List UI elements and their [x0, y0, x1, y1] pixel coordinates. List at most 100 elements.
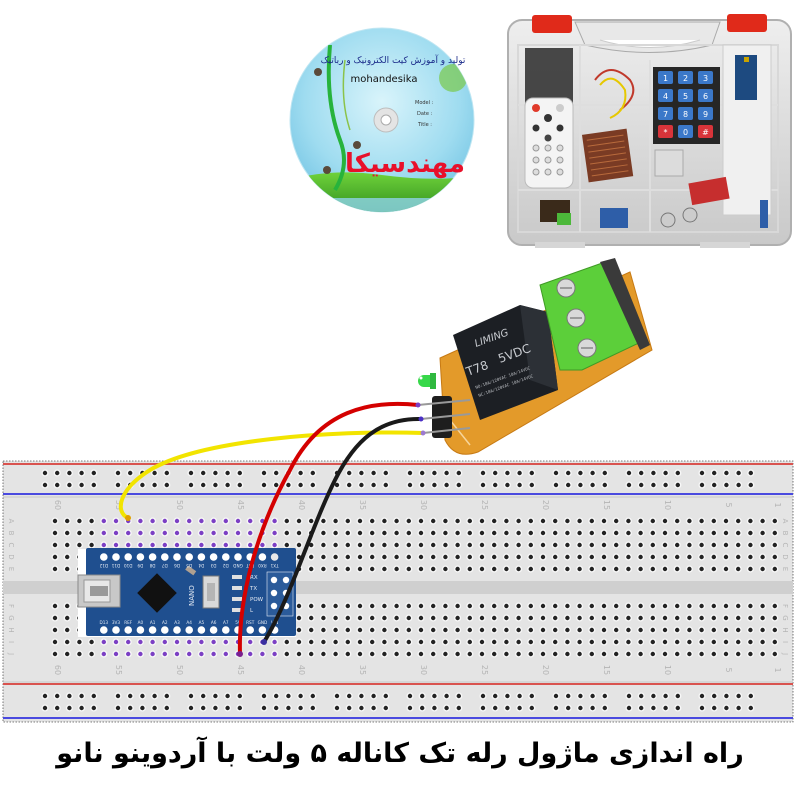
svg-text:30: 30	[419, 665, 428, 675]
cd-brand-text: mohandesika	[351, 74, 418, 85]
svg-text:POW: POW	[250, 597, 264, 603]
svg-text:9: 9	[703, 110, 708, 119]
svg-text:15: 15	[602, 500, 611, 510]
svg-text:D12: D12	[99, 563, 108, 568]
mini-usb-connector	[77, 574, 121, 608]
svg-text:REF: REF	[124, 620, 133, 625]
svg-text:D5: D5	[186, 563, 192, 568]
svg-text:5V: 5V	[235, 620, 241, 625]
svg-text:6: 6	[703, 92, 708, 101]
svg-text:40: 40	[297, 500, 306, 510]
screw-terminal	[539, 258, 650, 371]
svg-text:25: 25	[480, 500, 489, 510]
wire-red-vcc	[237, 401, 420, 656]
svg-text:B: B	[7, 531, 15, 536]
cd-persian-title: تولید و آموزش کیت الکترونیک و رباتیک	[321, 54, 466, 66]
page-caption: راه اندازی ماژول رله تک کاناله ۵ ولت با …	[56, 738, 744, 769]
svg-text:10: 10	[663, 500, 672, 510]
cd-field-title: Title :	[417, 122, 432, 128]
svg-text:15: 15	[602, 665, 611, 675]
svg-text:D8: D8	[149, 563, 155, 568]
wire-black-gnd	[262, 416, 423, 644]
svg-text:A: A	[781, 519, 789, 524]
svg-text:2: 2	[683, 74, 688, 83]
svg-text:H: H	[7, 627, 15, 632]
svg-text:20: 20	[541, 665, 550, 675]
svg-text:5: 5	[724, 667, 733, 672]
svg-text:RX: RX	[250, 575, 258, 581]
svg-text:7: 7	[663, 110, 668, 119]
svg-text:G: G	[781, 615, 789, 620]
svg-text:45: 45	[236, 500, 245, 510]
rain-sensor	[581, 128, 634, 183]
svg-text:5: 5	[683, 92, 688, 101]
svg-text:J: J	[7, 652, 15, 655]
cd-field-date: Date :	[417, 111, 433, 117]
svg-text:A3: A3	[174, 620, 180, 625]
svg-text:D: D	[7, 554, 15, 559]
svg-text:D10: D10	[124, 563, 133, 568]
jumper-wires	[118, 401, 426, 657]
svg-text:50: 50	[175, 665, 184, 675]
svg-text:J: J	[781, 652, 789, 655]
svg-text:0: 0	[683, 128, 688, 137]
svg-text:#: #	[702, 128, 709, 137]
svg-text:20: 20	[541, 500, 550, 510]
svg-text:30: 30	[419, 500, 428, 510]
svg-text:GND: GND	[233, 563, 243, 568]
svg-text:A0: A0	[138, 620, 144, 625]
svg-text:50: 50	[175, 500, 184, 510]
relay-header	[417, 396, 471, 438]
svg-text:D13: D13	[100, 620, 109, 625]
svg-text:3V3: 3V3	[112, 620, 121, 625]
svg-text:G: G	[7, 615, 15, 620]
svg-text:35: 35	[358, 500, 367, 510]
svg-text:I: I	[7, 641, 15, 643]
svg-text:D9: D9	[137, 563, 143, 568]
case-latch-left	[532, 15, 572, 33]
svg-text:D4: D4	[198, 563, 204, 568]
svg-text:D11: D11	[111, 563, 120, 568]
svg-text:TX1: TX1	[270, 563, 279, 568]
atmega-chip	[137, 573, 177, 613]
svg-text:A5: A5	[199, 620, 205, 625]
svg-text:1: 1	[773, 667, 782, 672]
svg-text:D3: D3	[210, 563, 216, 568]
svg-text:5: 5	[724, 502, 733, 507]
svg-text:C: C	[781, 543, 789, 548]
svg-text:RST: RST	[246, 620, 255, 625]
svg-text:A1: A1	[150, 620, 156, 625]
svg-text:*: *	[664, 128, 668, 137]
svg-text:A: A	[7, 519, 15, 524]
svg-text:60: 60	[53, 500, 62, 510]
relay-box: LIMING T78 5VDC NO:10A/120VAC 10A/14VDC …	[453, 305, 558, 420]
svg-text:D7: D7	[162, 563, 168, 568]
svg-text:A6: A6	[211, 620, 217, 625]
cd-field-model: Model :	[415, 100, 434, 106]
svg-text:D2: D2	[223, 563, 229, 568]
svg-text:F: F	[7, 604, 15, 608]
svg-text:25: 25	[480, 665, 489, 675]
breadboard: 6060555550504545404035353030252520201515…	[2, 460, 794, 723]
svg-text:E: E	[7, 567, 15, 571]
svg-text:D: D	[781, 554, 789, 559]
course-cd: تولید و آموزش کیت الکترونیک و رباتیک moh…	[289, 27, 475, 213]
case-latch-right	[727, 14, 767, 32]
svg-text:E: E	[781, 567, 789, 571]
svg-text:D6: D6	[174, 563, 180, 568]
svg-text:4: 4	[663, 92, 668, 101]
status-led	[418, 373, 436, 389]
ir-remote	[524, 97, 574, 189]
svg-text:40: 40	[297, 665, 306, 675]
cd-logo-text: مهندسیکا	[345, 149, 465, 179]
svg-text:TX: TX	[249, 586, 257, 592]
svg-text:C: C	[7, 543, 15, 548]
svg-text:A2: A2	[162, 620, 168, 625]
svg-text:B: B	[781, 531, 789, 536]
svg-text:H: H	[781, 627, 789, 632]
nano-label: NANO	[188, 585, 196, 606]
